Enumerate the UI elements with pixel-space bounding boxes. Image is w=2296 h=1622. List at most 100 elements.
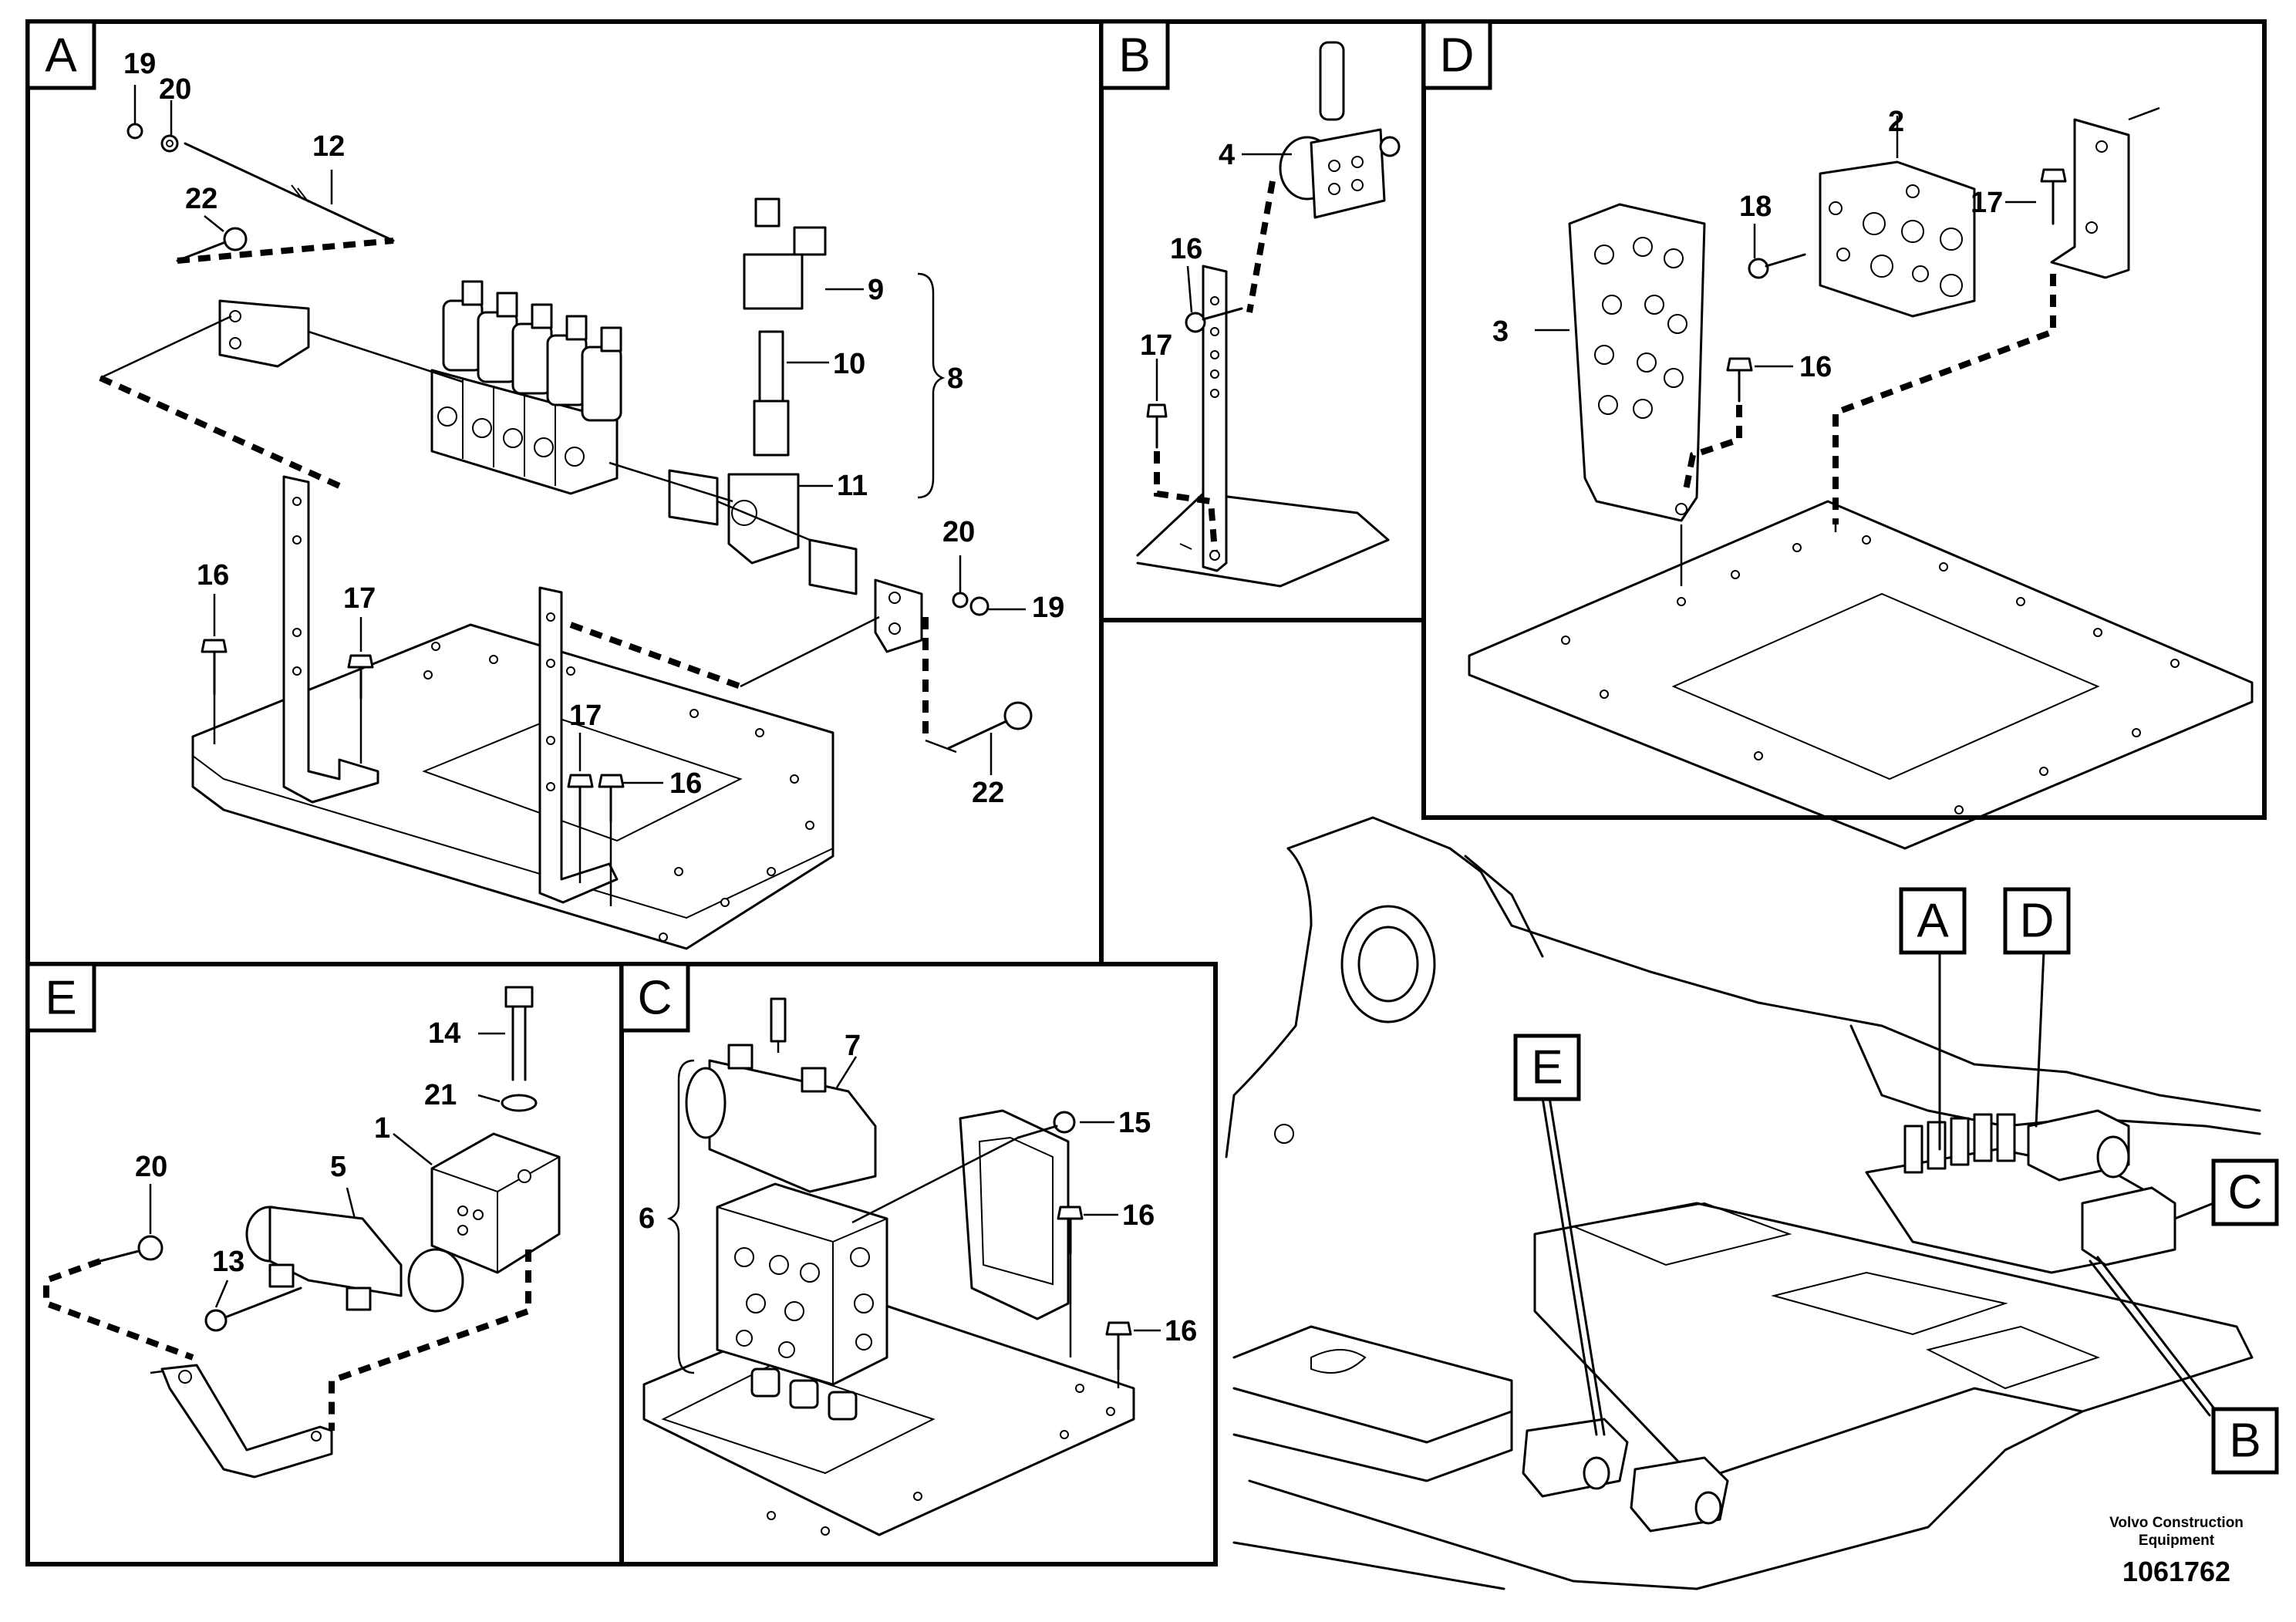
callout-18: 18 (1739, 191, 1772, 223)
bracket-e (160, 1364, 333, 1479)
callout-3: 3 (1492, 315, 1509, 348)
overview-label-e: E (1531, 1041, 1563, 1094)
callout-10: 10 (833, 348, 865, 380)
panel-e-tag: E (25, 962, 96, 1033)
overview-drawing: A D E C B (1225, 816, 2279, 1590)
panel-d-tag: D (1421, 19, 1492, 90)
callout-17-b: 17 (1140, 329, 1172, 362)
callout-6: 6 (639, 1202, 655, 1235)
callout-17-left: 17 (343, 582, 376, 615)
panel-a-tag: A (25, 19, 96, 90)
callout-21: 21 (424, 1079, 457, 1111)
bracket-left-a (282, 475, 379, 804)
bracket-right-a (538, 586, 619, 904)
valve-7 (685, 997, 877, 1193)
valve-4 (1279, 41, 1401, 219)
panel-b-drawing: 4 16 17 (1136, 41, 1401, 588)
bracket-b (1202, 265, 1228, 572)
callout-12: 12 (312, 130, 345, 163)
plate-holes-a (423, 642, 814, 942)
bolt-16-left (201, 639, 228, 696)
overview-e-valves (1522, 1418, 1729, 1533)
panel-b-tag: B (1099, 19, 1170, 90)
panel-d-drawing: 2 18 17 3 16 (1468, 106, 2254, 850)
bolt-16-c-upper (1057, 1206, 1084, 1255)
callout-16-left: 16 (197, 559, 229, 592)
bolt-16-mid (598, 774, 625, 823)
overview-tag-a: A (1899, 887, 1967, 955)
bolt-14 (504, 986, 534, 1081)
callout-1: 1 (374, 1112, 390, 1145)
overview-label-b: B (2229, 1415, 2261, 1468)
bolt-18-d (1748, 253, 1806, 279)
bolt-16-b (1185, 307, 1243, 333)
mounting-plate-a (191, 623, 834, 950)
callout-5: 5 (330, 1151, 346, 1183)
overview-valve-cluster (1865, 1109, 2176, 1274)
footer: Volvo Construction Equipment 1061762 (2109, 1515, 2244, 1587)
callout-13: 13 (212, 1246, 244, 1278)
panel-d-frame (1421, 19, 2267, 820)
callout-16-b: 16 (1170, 233, 1202, 265)
panel-c-frame (619, 962, 1218, 1566)
valve-5 (245, 1206, 464, 1313)
callout-20-e: 20 (135, 1151, 167, 1183)
overview-label-c: C (2228, 1166, 2263, 1219)
panel-b-letter: B (1118, 29, 1150, 83)
callout-7: 7 (845, 1030, 861, 1062)
callout-9: 9 (868, 274, 884, 306)
overview-label-a: A (1917, 895, 1949, 948)
callout-8: 8 (947, 363, 963, 395)
panel-a-letter: A (45, 29, 77, 83)
block-2 (1819, 160, 1976, 318)
single-solenoid-valve (727, 197, 827, 565)
overview-tag-d: D (2003, 887, 2071, 955)
bolt-22-top (176, 227, 248, 262)
washer-21 (501, 1094, 538, 1112)
overview-tag-b: B (2211, 1407, 2279, 1475)
gasket-plate-1 (668, 469, 719, 526)
brand-line-2: Equipment (2139, 1533, 2215, 1549)
bolt-16-c-lower (1105, 1321, 1132, 1371)
callout-22-bottom: 22 (972, 777, 1004, 809)
mounting-plate-d (1468, 500, 2254, 850)
block-1 (430, 1132, 561, 1274)
overview-label-d: D (2020, 895, 2055, 948)
gasket-c (959, 1109, 1070, 1320)
callout-16-c-upper: 16 (1122, 1199, 1155, 1232)
callout-19-right: 19 (1032, 592, 1064, 624)
callout-19-top: 19 (123, 48, 156, 80)
panel-d-letter: D (1440, 29, 1475, 83)
callout-11: 11 (837, 470, 868, 502)
bolt-17-b (1146, 403, 1168, 449)
callout-16-c-lower: 16 (1165, 1315, 1197, 1347)
panel-a-drawing: 19 20 12 22 9 10 8 11 20 19 16 17 17 16 … (99, 48, 1064, 950)
callout-14: 14 (428, 1017, 460, 1050)
rod-12 (184, 142, 395, 242)
drawing-number: 1061762 (2122, 1556, 2230, 1587)
callout-20-top: 20 (159, 73, 191, 106)
brand-line-1: Volvo Construction (2109, 1515, 2244, 1531)
overview-tag-e: E (1513, 1034, 1581, 1101)
callout-17-mid: 17 (569, 700, 602, 732)
top-bracket-a (218, 299, 310, 368)
panel-e-drawing: 14 21 20 1 5 13 (43, 986, 561, 1479)
callout-16-mid: 16 (669, 767, 702, 800)
bolt-17-mid (567, 774, 594, 827)
manifold-block-3 (1568, 203, 1706, 522)
bolt-17-left (347, 654, 374, 700)
callout-22-top: 22 (185, 183, 217, 215)
panel-c-drawing: 7 15 16 6 16 (639, 997, 1197, 1536)
solenoid-valve-bank (430, 280, 622, 495)
panel-c-tag: C (619, 962, 690, 1033)
callout-15: 15 (1118, 1107, 1151, 1139)
bracket-d (2050, 118, 2130, 279)
bolt-15 (1017, 1111, 1076, 1139)
callout-16-d: 16 (1799, 351, 1832, 383)
gasket-plate-2 (808, 538, 858, 595)
callout-4: 4 (1219, 139, 1235, 171)
block-6 (716, 1182, 888, 1421)
callout-20-right: 20 (942, 516, 975, 548)
panel-e-letter: E (45, 972, 76, 1025)
